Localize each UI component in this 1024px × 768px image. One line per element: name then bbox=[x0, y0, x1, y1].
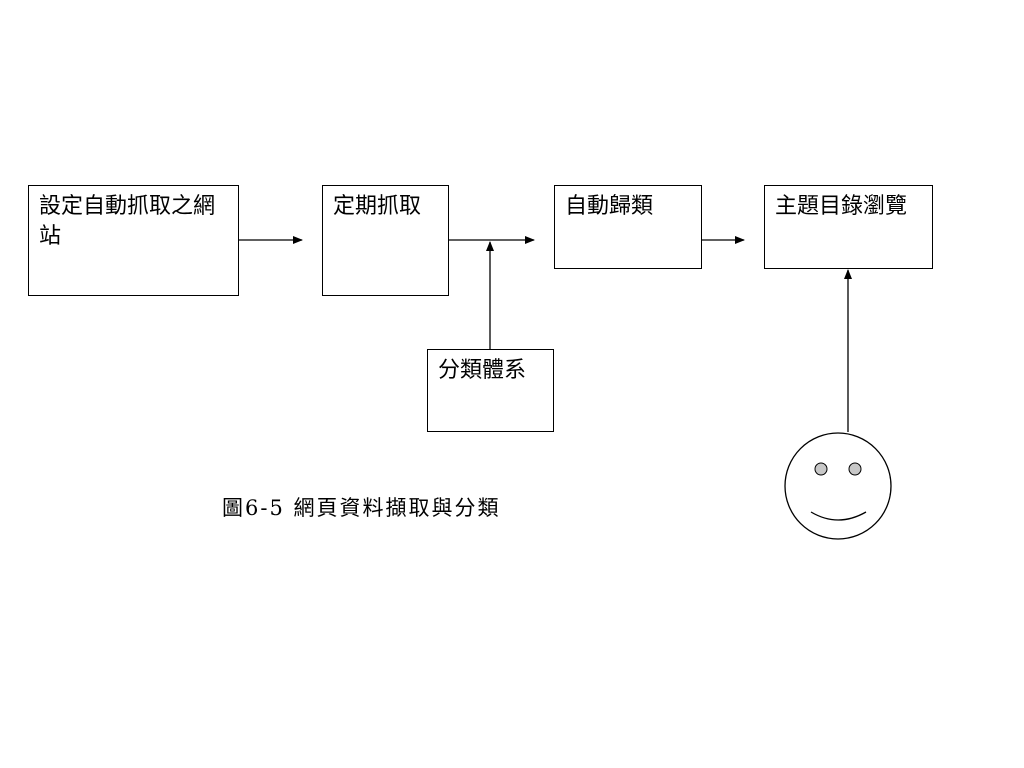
right-eye bbox=[848, 462, 862, 476]
node-label: 設定自動抓取之網站 bbox=[39, 194, 216, 249]
smiley-face-icon bbox=[784, 432, 892, 540]
figure-caption: 圖6-5 網頁資料擷取與分類 bbox=[222, 496, 501, 520]
node-crawl-sites: 設定自動抓取之網站 bbox=[28, 185, 239, 296]
node-topic-browse: 主題目錄瀏覽 bbox=[764, 185, 933, 269]
left-eye bbox=[814, 462, 828, 476]
node-taxonomy: 分類體系 bbox=[427, 349, 554, 432]
node-label: 定期抓取 bbox=[333, 194, 422, 219]
node-label: 主題目錄瀏覽 bbox=[775, 194, 908, 219]
node-periodic-crawl: 定期抓取 bbox=[322, 185, 449, 296]
node-label: 分類體系 bbox=[438, 358, 527, 383]
smile bbox=[810, 511, 867, 521]
node-auto-classify: 自動歸類 bbox=[554, 185, 702, 269]
node-label: 自動歸類 bbox=[565, 194, 654, 219]
